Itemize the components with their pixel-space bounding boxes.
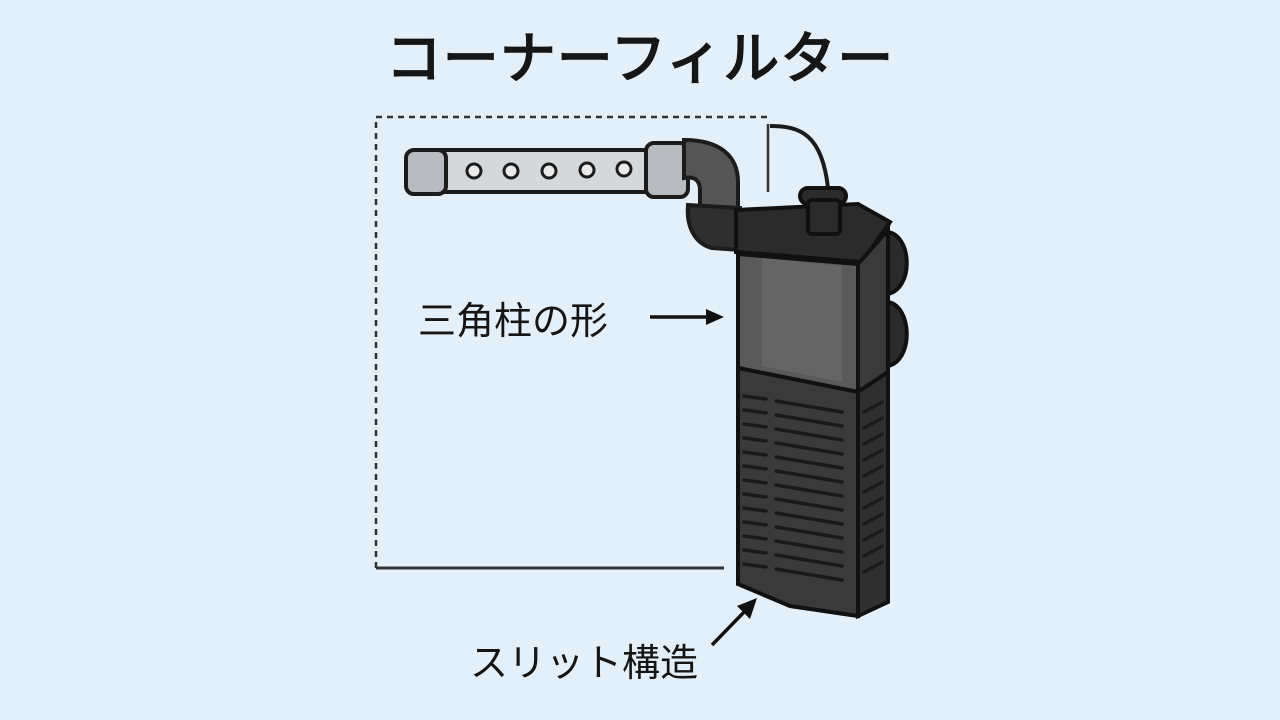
arrow-slit — [710, 598, 757, 647]
spray-holes — [465, 160, 633, 180]
power-cord — [769, 124, 830, 189]
slit-grille — [742, 394, 884, 582]
tank-corner-outline — [374, 115, 770, 570]
diagram-title: コーナーフィルター — [385, 27, 895, 92]
suction-cups — [886, 229, 909, 369]
arrow-shape — [650, 309, 724, 325]
spray-bar-pipe — [404, 141, 690, 199]
triangular-prism-label: 三角柱の形 — [418, 299, 609, 343]
flow-knob — [798, 186, 848, 236]
slit-structure-label: スリット構造 — [470, 641, 699, 685]
filter-body-upper — [736, 224, 890, 396]
